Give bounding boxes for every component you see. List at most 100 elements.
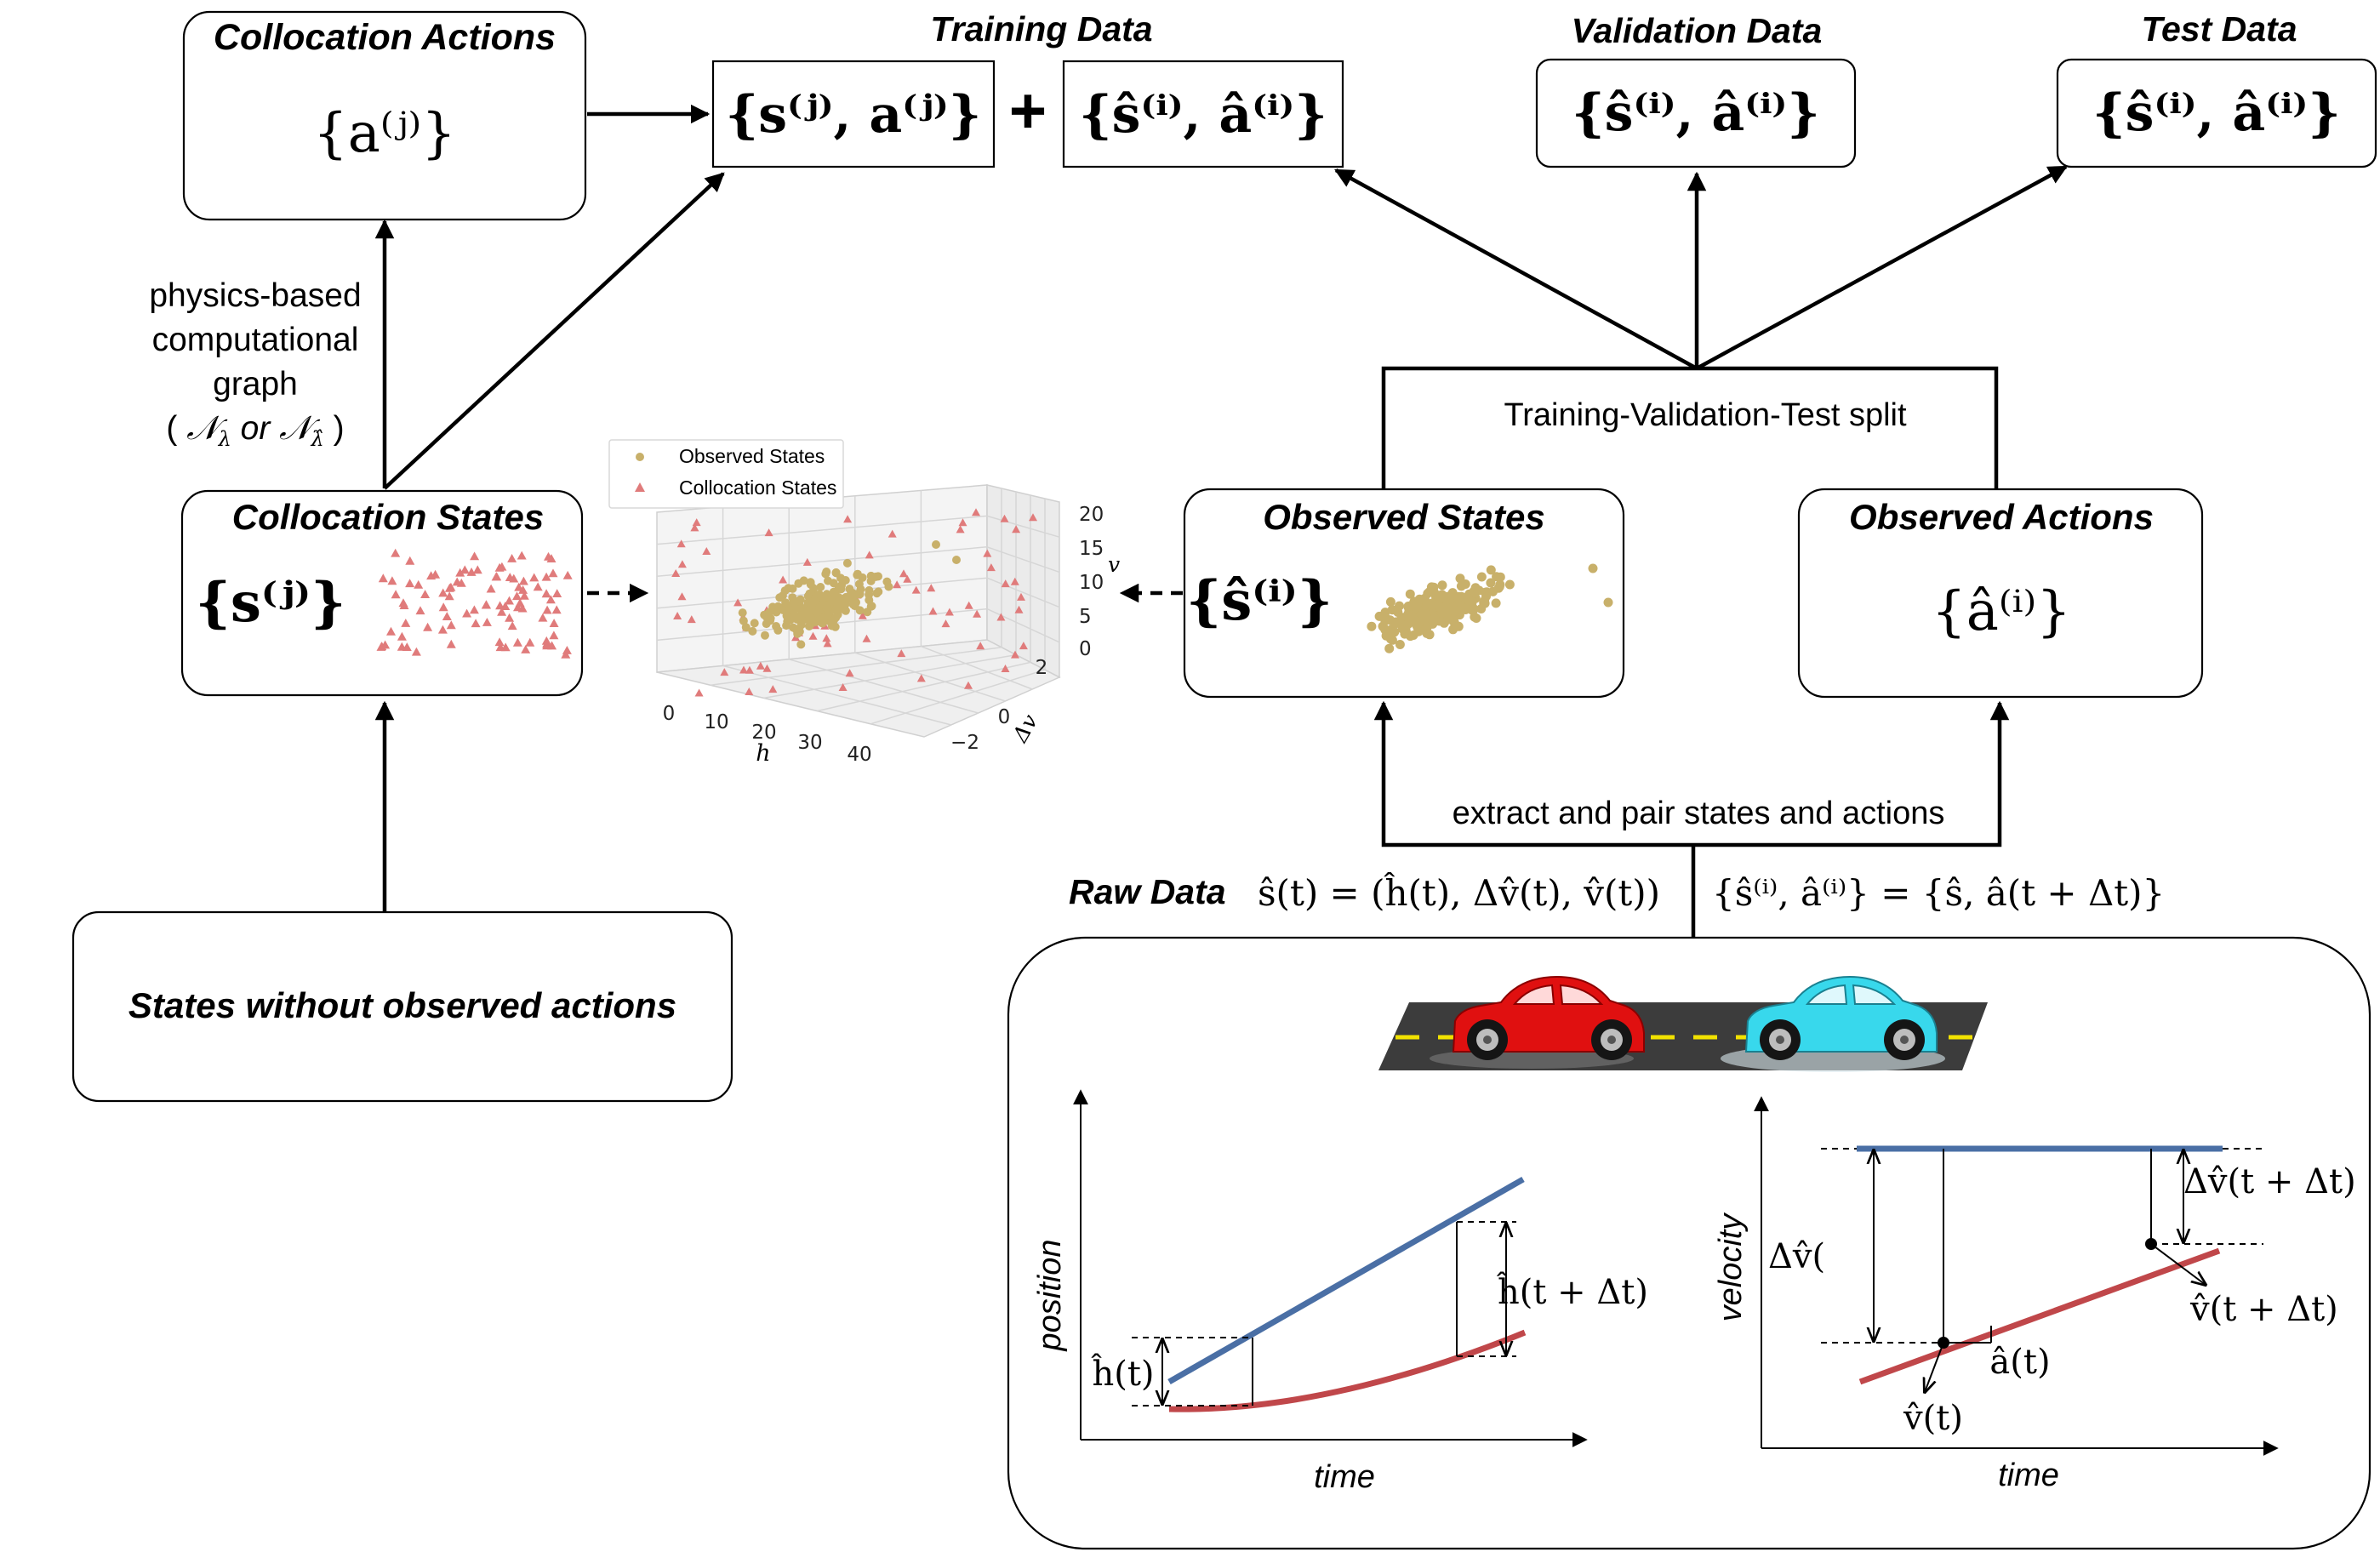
plot3d-collocation-marker [764,528,773,537]
observed-states-box: Observed States {ŝ⁽ⁱ⁾} [1183,488,1625,699]
plot3d-collocation-marker [973,609,982,618]
physics-line2: computational [152,322,359,358]
y-tick-neg2: −2 [950,732,979,754]
z-tick-10: 10 [1079,572,1104,594]
plot3d-observed-marker [741,623,751,632]
observed-mini-marker [1455,573,1465,584]
plot3d-collocation-marker [899,569,908,578]
collocation-mini-marker [414,579,424,589]
observed-mini-marker [1495,579,1505,590]
observed-mini-marker [1403,619,1413,630]
arrow-split-to-training [1334,168,1698,370]
x-tick-40: 40 [847,744,871,766]
split-bracket [1381,366,1999,489]
plot3d-collocation-marker [739,665,748,674]
plot3d-points [671,508,1037,697]
plot3d-collocation-marker [927,584,936,592]
collocation-mini-marker [505,613,515,622]
collocation-mini-marker [541,636,551,645]
states-without-box: States without observed actions [71,910,733,1103]
plot3d-collocation-marker [843,515,853,523]
collocation-mini-marker [512,637,522,647]
plot3d-collocation-marker [958,518,967,527]
x-tick-10: 10 [704,711,728,733]
collocation-states-box: Collocation States {s⁽ʲ⁾} [180,489,584,697]
collocation-actions-title: Collocation Actions [214,17,556,58]
red-car [1430,975,1645,1069]
observed-mini-marker [1385,596,1395,607]
collocation-mini-marker [517,551,527,560]
collocation-mini-marker [548,568,558,578]
plot3d-collocation-marker [694,688,704,697]
observed-mini-marker [1437,605,1447,615]
plot3d-observed-marker [866,602,876,611]
observed-mini-marker [1395,601,1404,611]
collocation-mini-marker [494,637,505,647]
collocation-mini-marker [507,554,517,562]
collocation-mini-marker [515,598,525,608]
plot3d-observed-marker [872,589,882,598]
plot3d-observed-marker [766,613,775,623]
observed-mini-marker [1603,597,1613,608]
plot3d-gridline [870,669,1046,725]
annot-h-t: ĥ(t) [1090,1354,1154,1394]
plot3d-collocation-marker [964,681,973,689]
plot3d-observed-marker [789,623,798,632]
validation-data-title: Validation Data [1572,11,1823,50]
collocation-mini-marker [525,637,535,647]
plot3d-observed-marker [814,607,824,616]
collocation-mini-marker [397,631,407,641]
observed-mini-marker [1406,631,1415,642]
validation-data-math: {ŝ⁽ⁱ⁾, â⁽ⁱ⁾} [1572,83,1820,143]
observed-actions-box: Observed Actions {â⁽ⁱ⁾} [1797,488,2204,699]
plot3d-gridline [986,577,1060,608]
plot3d-collocation-marker [862,634,871,642]
observed-mini-marker [1486,578,1496,588]
collocation-mini-marker [446,639,456,648]
observed-states-mini-scatter [1367,563,1613,653]
physics-line4: ( 𝒩λ or 𝒩λ̂ ) [166,409,344,451]
plot3d-collocation-marker [893,580,902,589]
plot3d-observed-marker [799,576,808,585]
observed-mini-marker [1367,621,1377,631]
plot3d-collocation-marker [677,560,687,568]
plot3d-observed-marker [858,573,867,582]
position-plot: position time ĥ(t) ĥ(t + Δt) [1032,1089,1648,1495]
y-axis-label: Δv [1007,710,1043,747]
observed-mini-marker [1413,626,1424,636]
plot3d-collocation-marker [1014,605,1024,613]
collocation-mini-marker [518,585,528,594]
collocation-mini-marker [446,620,456,630]
collocation-mini-marker [497,562,507,571]
collocation-mini-marker [437,625,448,634]
observed-mini-marker [1390,619,1401,629]
collocation-mini-marker [541,572,551,581]
collocation-mini-marker [391,590,401,599]
annot-h-tdt: ĥ(t + Δt) [1496,1272,1648,1312]
x-tick-20: 20 [751,722,776,744]
plot3d-collocation-marker [823,639,832,648]
plot3d-collocation-marker [1029,513,1037,522]
collocation-mini-marker [401,619,411,627]
plot3d-collocation-marker [888,529,897,538]
collocation-mini-marker [519,591,529,600]
collocation-mini-marker [482,618,492,626]
plot3d-observed-marker [842,558,852,568]
plot3d-observed-marker [782,611,791,620]
collocation-mini-marker [444,591,454,601]
plot3d-collocation-marker [687,615,696,624]
collocation-mini-marker [549,630,559,640]
plot3d-gridline [854,652,1006,702]
plot3d-observed-marker [772,622,781,630]
z-tick-15: 15 [1079,538,1104,560]
legend-collocation-marker [635,482,645,492]
plot3d-observed-marker [810,596,819,605]
plot3d-observed-marker [822,603,831,613]
observed-mini-marker [1419,614,1430,625]
collocation-mini-marker [500,602,511,610]
annot-dv-tdt: Δv̂(t + Δt) [2183,1162,2356,1201]
plot3d-observed-marker [841,600,850,609]
plot3d-collocation-marker [928,607,938,615]
legend-collocation-label: Collocation States [679,476,836,499]
